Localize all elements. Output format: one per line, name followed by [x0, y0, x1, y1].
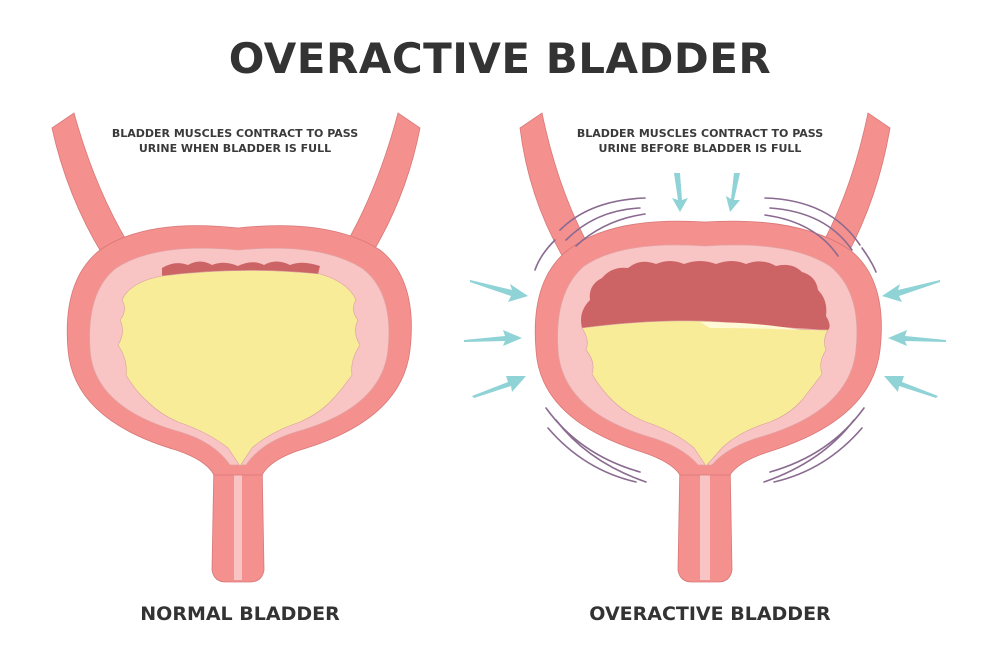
arrow-icon: [470, 280, 528, 302]
pressure-arrows: [464, 173, 946, 398]
vibration-lines-top-right: [764, 197, 877, 273]
overactive-bladder-caption: BLADDER MUSCLES CONTRACT TO PASS URINE B…: [560, 126, 840, 156]
caption-line: URINE BEFORE BLADDER IS FULL: [598, 142, 802, 155]
arrow-icon: [884, 376, 938, 398]
vibration-lines-bottom-right: [763, 407, 865, 483]
normal-bladder-caption: BLADDER MUSCLES CONTRACT TO PASS URINE W…: [95, 126, 375, 156]
overactive-bladder-illustration: [464, 112, 946, 583]
arrow-icon: [464, 330, 522, 346]
arrow-icon: [672, 173, 688, 212]
arrow-icon: [888, 330, 946, 346]
overactive-bladder-label: OVERACTIVE BLADDER: [589, 603, 831, 625]
muscle-layer: [162, 261, 320, 276]
caption-line: URINE WHEN BLADDER IS FULL: [138, 142, 332, 155]
arrow-icon: [882, 280, 940, 302]
page-title: OVERACTIVE BLADDER: [228, 34, 772, 83]
caption-line: BLADDER MUSCLES CONTRACT TO PASS: [576, 127, 824, 140]
muscle-layer: [581, 261, 830, 330]
arrow-icon: [726, 173, 740, 212]
normal-bladder-label: NORMAL BLADDER: [140, 603, 340, 625]
vibration-lines-top-left: [534, 197, 646, 271]
normal-bladder-illustration: [51, 112, 421, 583]
caption-line: BLADDER MUSCLES CONTRACT TO PASS: [111, 127, 359, 140]
arrow-icon: [472, 376, 526, 398]
vibration-lines-bottom-left: [545, 407, 647, 483]
urine: [117, 270, 361, 467]
